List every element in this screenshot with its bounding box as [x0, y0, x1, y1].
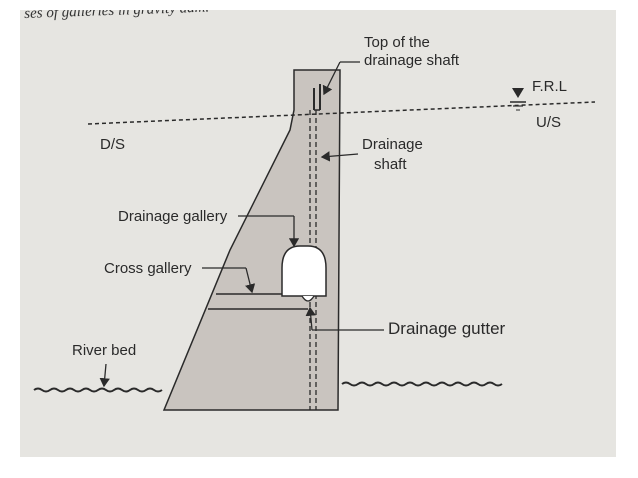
leader-river-bed: [99, 363, 110, 388]
leader-top-of-shaft: [322, 61, 360, 96]
label-cross-gallery: Cross gallery: [104, 260, 192, 277]
shaft-top-marker: [313, 84, 321, 111]
label-upstream: U/S: [536, 114, 562, 131]
label-downstream: D/S: [100, 136, 126, 153]
downstream-ground: [341, 381, 503, 387]
label-top-of-shaft-line2: drainage shaft: [364, 52, 460, 69]
water-level-line: [87, 101, 596, 125]
river-bed-ground: [33, 387, 163, 393]
drainage-gallery-shape: [281, 245, 327, 297]
dam-body: [162, 69, 341, 411]
gravity-dam-diagram: [33, 61, 596, 411]
label-frl: F.R.L: [532, 78, 568, 95]
label-drainage-gutter: Drainage gutter: [388, 319, 506, 338]
leader-drainage-gallery: [238, 215, 300, 248]
label-drainage-shaft-line1: Drainage: [362, 136, 423, 153]
label-drainage-shaft-line2: shaft: [374, 156, 407, 173]
drainage-gutter-shape: [301, 295, 315, 302]
diagram-photo: ses of galleries in gravity dam.: [20, 10, 616, 457]
leader-drainage-gutter: [305, 306, 384, 331]
leader-cross-gallery: [202, 267, 256, 294]
label-river-bed: River bed: [72, 342, 137, 359]
label-top-of-shaft-line1: Top of the: [364, 34, 430, 51]
frl-symbol: [510, 88, 526, 111]
leader-drainage-shaft: [320, 151, 359, 162]
label-drainage-gallery: Drainage gallery: [118, 208, 228, 225]
